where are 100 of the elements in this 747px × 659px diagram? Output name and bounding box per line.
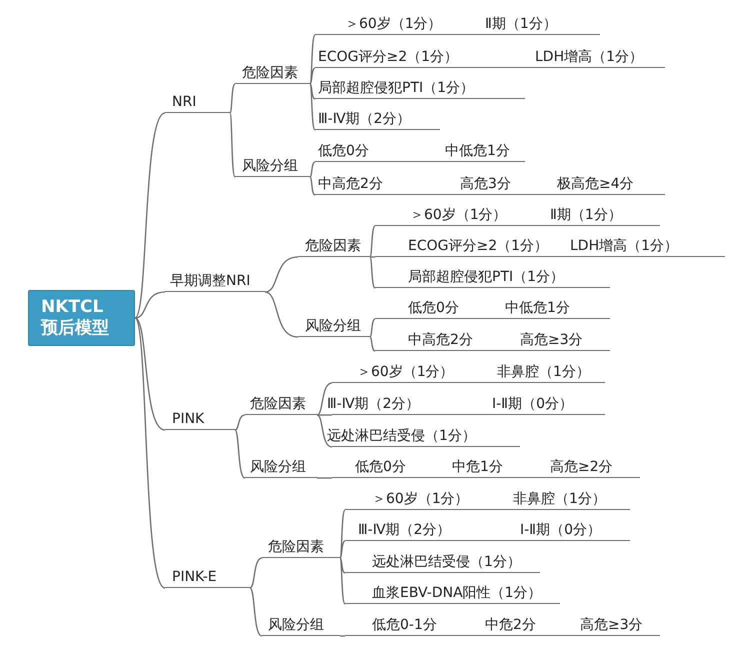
topic-text: 危险因素: [268, 539, 324, 555]
branch-line: [309, 84, 316, 130]
topic-text: 危险因素: [250, 396, 306, 412]
topic-underline: [315, 176, 665, 195]
branch-line: [340, 635, 345, 637]
branch-line: [310, 84, 316, 100]
branch-line: [264, 291, 298, 338]
topic-text: LDH增高（1分）: [535, 49, 644, 65]
topic-text: Ⅰ-Ⅱ期（0分）: [492, 396, 573, 412]
topic-underline: [315, 143, 525, 162]
topic-text: 风险分组: [268, 617, 324, 633]
topic-text: PINK-E: [172, 569, 217, 585]
topic-text: 高危≥3分: [520, 332, 583, 348]
topic-underline: [315, 80, 525, 99]
topic-text: 风险分组: [250, 459, 306, 475]
topic-text: 中低危1分: [505, 300, 570, 316]
topic-text: Ⅲ-Ⅳ期（2分）: [327, 396, 420, 412]
topic-text: 风险分组: [305, 318, 361, 334]
topic-text: 极高危≥4分: [557, 176, 634, 192]
branch-line: [317, 477, 332, 479]
branch-line: [234, 414, 246, 431]
topic-underline: [165, 569, 250, 588]
topic-underline: [315, 111, 440, 130]
topic-underline: [375, 269, 610, 288]
branch-line: [309, 176, 316, 196]
branch-line: [264, 256, 298, 293]
topic-underline: [298, 318, 370, 337]
topic-underline: [345, 554, 540, 573]
topic-underline: [165, 273, 265, 292]
branch-line: [234, 430, 246, 479]
topic-underline: [245, 396, 317, 415]
branch-line: [309, 67, 316, 84]
topic-text: NRI: [172, 94, 196, 110]
topic-text: 血浆EBV-DNA阳性（1分）: [372, 585, 542, 601]
branch-line: [134, 318, 166, 588]
topic-underline: [315, 16, 600, 35]
topic-underline: [235, 65, 310, 84]
topic-underline: [165, 411, 235, 430]
topic-underline: [235, 158, 310, 177]
topic-underline: [345, 522, 630, 541]
topic-text: 中低危1分: [445, 143, 510, 159]
topic-text: Ⅲ-Ⅳ期（2分）: [318, 111, 411, 127]
topic-text: 低危0分: [355, 459, 406, 475]
topic-text: 中危2分: [485, 617, 536, 633]
topic-text: ＞60岁（1分）: [372, 491, 469, 507]
topic-underline: [375, 238, 725, 257]
topic-underline: [332, 459, 640, 478]
branch-line: [339, 510, 346, 558]
branch-line: [339, 558, 346, 604]
branch-line: [369, 318, 376, 338]
root-topic-box: [28, 290, 135, 346]
topic-text: 低危0分: [318, 143, 369, 159]
topic-underline: [375, 332, 610, 351]
branch-line: [317, 414, 332, 416]
branch-line: [250, 557, 262, 589]
topic-text: Ⅰ-Ⅱ期（0分）: [520, 522, 601, 538]
topic-text: PINK: [172, 411, 204, 427]
topic-text: 低危0分: [408, 300, 459, 316]
topic-text: ＞60岁（1分）: [410, 207, 507, 223]
topic-text: Ⅱ期（1分）: [550, 207, 622, 223]
branch-line: [369, 256, 376, 288]
topic-text: 非鼻腔（1分）: [513, 491, 606, 507]
topic-text: 局部超腔侵犯PTI（1分）: [408, 269, 564, 285]
topic-text: 非鼻腔（1分）: [497, 364, 590, 380]
topic-text: LDH增高（1分）: [570, 238, 678, 254]
topic-text: 中危1分: [452, 459, 503, 475]
topic-text: 局部超腔侵犯PTI（1分）: [318, 80, 474, 96]
topic-underline: [332, 364, 605, 383]
topic-underline: [298, 238, 370, 257]
topic-text: 高危≥2分: [550, 459, 613, 475]
topic-underline: [165, 94, 230, 113]
branch-line: [370, 336, 376, 352]
branch-line: [316, 414, 332, 448]
branch-line: [134, 317, 166, 431]
topic-text: 远处淋巴结受侵（1分）: [327, 428, 476, 444]
topic-underline: [375, 300, 610, 319]
topic-text: Ⅱ期（1分）: [485, 16, 557, 32]
topic-text: 高危3分: [460, 176, 511, 192]
branch-line: [134, 112, 166, 318]
topic-underline: [345, 617, 660, 636]
branch-line: [310, 161, 316, 178]
branch-line: [309, 34, 316, 84]
topic-text: 危险因素: [242, 65, 298, 81]
topic-text: 远处淋巴结受侵（1分）: [372, 554, 521, 570]
topic-text: Ⅲ-Ⅳ期（2分）: [358, 522, 451, 538]
topic-underline: [245, 459, 317, 478]
topic-text: 低危0-1分: [372, 617, 437, 633]
root-topic-text: NKTCL 预后模型: [41, 297, 110, 339]
topic-text: ＞60岁（1分）: [345, 16, 442, 32]
topic-text: 中高危2分: [318, 176, 383, 192]
topic-underline: [345, 585, 560, 604]
branch-line: [250, 588, 262, 637]
branch-line: [369, 226, 376, 258]
topic-text: ＞60岁（1分）: [357, 364, 454, 380]
topic-text: 中高危2分: [408, 332, 473, 348]
topic-text: ECOG评分≥2（1分）: [318, 49, 458, 65]
branch-line: [134, 291, 166, 319]
branch-line: [340, 558, 346, 574]
topic-underline: [375, 207, 660, 226]
topic-underline: [262, 539, 340, 558]
